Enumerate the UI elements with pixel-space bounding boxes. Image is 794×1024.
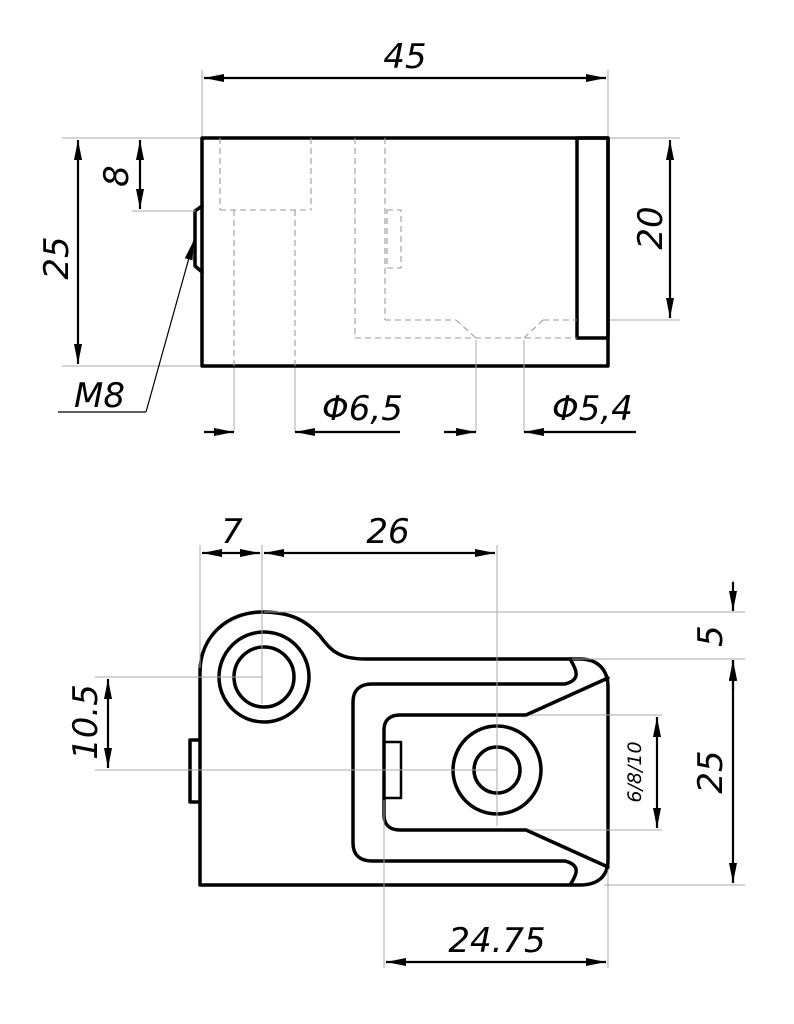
dim-slot-options: 6/8/10 [624, 741, 646, 802]
dim-top-offset: 5 [691, 625, 731, 647]
dim-center-distance: 26 [366, 512, 409, 552]
dim-top-height: 25 [691, 750, 731, 793]
hidden-pocket [354, 138, 577, 339]
dim-right-height: 20 [631, 206, 671, 249]
hidden-counterbore [219, 138, 312, 366]
top-view: 7 26 5 25 10.5 6/8/10 24.75 [66, 512, 745, 968]
top-side-stud [188, 738, 202, 804]
dim-overall-length: 45 [383, 37, 426, 77]
front-body-outline [200, 136, 610, 368]
front-end-plate [575, 136, 610, 340]
dim-hole-right: Φ5,4 [552, 389, 633, 429]
top-body-outline [198, 610, 610, 887]
top-extension-lines [95, 545, 745, 968]
thread-callout: M8 [74, 376, 125, 416]
front-extension-lines [62, 70, 680, 432]
dim-front-height: 25 [37, 236, 77, 279]
dim-hole-offset: 10.5 [66, 684, 106, 760]
front-thread-stud [193, 204, 204, 274]
front-view: 45 25 8 20 M8 Φ6,5 Φ5,4 [37, 37, 680, 436]
dim-hole-left: Φ6,5 [322, 389, 403, 429]
slot-outer [351, 657, 578, 887]
dim-slot-length: 24.75 [448, 921, 545, 961]
slot-inner [382, 676, 610, 869]
dim-offset-left: 7 [221, 512, 243, 552]
thread-leader [58, 239, 195, 413]
dim-offset-top: 8 [97, 165, 137, 187]
